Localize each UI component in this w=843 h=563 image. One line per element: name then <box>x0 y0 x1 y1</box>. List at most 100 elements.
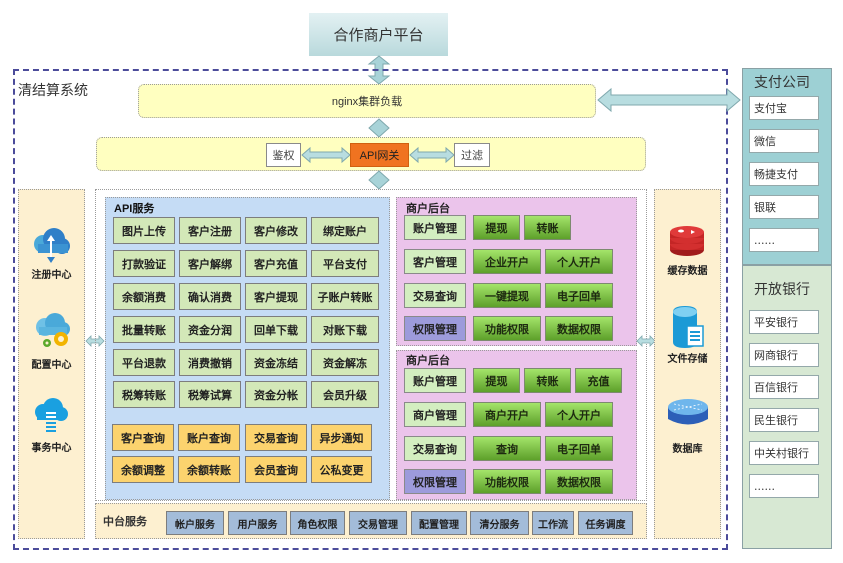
api-button: 确认消费 <box>179 283 241 310</box>
api-button-label: 会员升级 <box>323 388 367 402</box>
partner-platform-label: 合作商户平台 <box>333 26 424 44</box>
merchant-category: 权限管理 <box>404 469 466 494</box>
api-button: 资金分润 <box>179 316 241 343</box>
merchant-function-button-label: 数据权限 <box>557 475 601 489</box>
api-button-label: 对账下载 <box>323 323 367 337</box>
api-query-button: 余额转账 <box>178 456 240 483</box>
payment-company-item: 支付宝 <box>749 96 819 120</box>
merchant-function-button: 电子回单 <box>545 436 613 461</box>
merchant-category-label: 客户管理 <box>413 255 457 269</box>
merchant-function-button: 转账 <box>524 368 571 393</box>
payment-companies-title: 支付公司 <box>754 75 810 91</box>
merchant-function-button: 功能权限 <box>473 469 541 494</box>
api-button: 客户解绑 <box>179 250 241 277</box>
api-gateway-box: API网关 <box>350 143 409 167</box>
open-bank-item-label: 网商银行 <box>754 349 798 362</box>
merchant-category: 商户管理 <box>404 402 466 427</box>
merchant-function-button: 数据权限 <box>545 469 613 494</box>
merchant-category: 客户管理 <box>404 249 466 274</box>
api-button: 图片上传 <box>113 217 175 244</box>
api-button: 客户注册 <box>179 217 241 244</box>
api-button-label: 资金分润 <box>188 323 232 337</box>
middle-service-item-label: 工作流 <box>538 519 568 531</box>
merchant-category: 交易查询 <box>404 283 466 308</box>
left-item-label: 配置中心 <box>31 360 72 371</box>
api-button-label: 客户修改 <box>254 224 298 238</box>
middle-service-item: 交易管理 <box>349 511 407 535</box>
api-button: 平台支付 <box>311 250 379 277</box>
api-button-label: 资金分帐 <box>254 388 298 402</box>
merchant-function-button-label: 功能权限 <box>485 322 529 336</box>
open-bank-item-label: 百信银行 <box>754 381 798 394</box>
api-button-label: 税筹试算 <box>188 388 232 402</box>
api-query-button: 余额调整 <box>112 456 174 483</box>
api-button: 打款验证 <box>113 250 175 277</box>
merchant-function-button-label: 数据权限 <box>557 322 601 336</box>
open-banks-title: 开放银行 <box>754 282 810 298</box>
api-button: 子账户转账 <box>311 283 379 310</box>
merchant-function-button-label: 电子回单 <box>557 289 601 303</box>
api-button: 税筹试算 <box>179 381 241 408</box>
api-button: 资金冻结 <box>245 349 307 376</box>
clearing-system-title: 清结算系统 <box>18 83 88 99</box>
api-query-button-label: 账户查询 <box>187 431 231 445</box>
merchant-function-button: 数据权限 <box>545 316 613 341</box>
merchant-category: 账户管理 <box>404 368 466 393</box>
merchant-function-button: 个人开户 <box>545 402 613 427</box>
api-query-button: 会员查询 <box>245 456 307 483</box>
open-bank-item: 民生银行 <box>749 408 819 432</box>
api-button-label: 客户充值 <box>254 257 298 271</box>
nginx-payment-arrow <box>597 87 741 113</box>
api-button: 余额消费 <box>113 283 175 310</box>
filter-label: 过滤 <box>461 149 483 162</box>
open-bank-item: 网商银行 <box>749 343 819 367</box>
filter-box: 过滤 <box>454 143 490 167</box>
merchant-category-label: 交易查询 <box>413 442 457 456</box>
merchant-function-button: 商户开户 <box>473 402 541 427</box>
api-button-label: 子账户转账 <box>317 290 373 304</box>
merchant-function-button-label: 一键提现 <box>485 289 529 303</box>
open-bank-item-label: 民生银行 <box>754 414 798 427</box>
merchant-function-button: 提现 <box>473 368 520 393</box>
nginx-gateway-connector-icon <box>368 118 390 138</box>
api-query-button: 异步通知 <box>311 424 372 451</box>
merchant-function-button-label: 提现 <box>485 374 508 388</box>
open-bank-item: ...... <box>749 474 819 498</box>
partner-platform-box: 合作商户平台 <box>309 13 448 56</box>
nginx-label: nginx集群负载 <box>331 96 403 108</box>
api-button-label: 税筹转账 <box>122 388 166 402</box>
api-button: 资金解冻 <box>311 349 379 376</box>
auth-label: 鉴权 <box>272 149 295 162</box>
open-banks-panel <box>742 265 832 549</box>
api-button-label: 平台退款 <box>122 356 166 370</box>
auth-gateway-arrow <box>301 146 351 164</box>
payment-company-item-label: ...... <box>754 233 775 247</box>
open-bank-item-label: ...... <box>754 479 775 493</box>
redis-icon <box>667 224 707 264</box>
payment-company-item-label: 畅捷支付 <box>754 168 798 181</box>
api-query-button: 公私变更 <box>311 456 372 483</box>
merchant-category-label: 权限管理 <box>413 322 457 336</box>
api-button-label: 消费撤销 <box>188 356 232 370</box>
merchant-backend-title: 商户后台 <box>406 354 450 367</box>
merchant-function-button: 个人开户 <box>545 249 613 274</box>
api-button: 批量转账 <box>113 316 175 343</box>
merchant-category-label: 账户管理 <box>413 374 457 388</box>
open-bank-item: 中关村银行 <box>749 441 819 465</box>
api-button-label: 客户注册 <box>188 224 232 238</box>
api-query-button-label: 异步通知 <box>319 431 364 445</box>
api-button: 资金分帐 <box>245 381 307 408</box>
merchant-category-label: 商户管理 <box>413 408 457 422</box>
middle-service-item: 任务调度 <box>578 511 633 535</box>
api-button-label: 绑定账户 <box>323 224 367 238</box>
payment-company-item: 畅捷支付 <box>749 162 819 186</box>
api-button: 客户充值 <box>245 250 307 277</box>
middle-service-item-label: 角色权限 <box>297 519 338 531</box>
services-wrapper <box>95 189 647 501</box>
payment-company-item-label: 银联 <box>754 201 776 214</box>
merchant-backend-title: 商户后台 <box>406 202 450 215</box>
clearing-system-border <box>13 69 728 550</box>
middle-service-item: 帐户服务 <box>166 511 224 535</box>
merchant-category-label: 交易查询 <box>413 289 457 303</box>
api-button: 平台退款 <box>113 349 175 376</box>
